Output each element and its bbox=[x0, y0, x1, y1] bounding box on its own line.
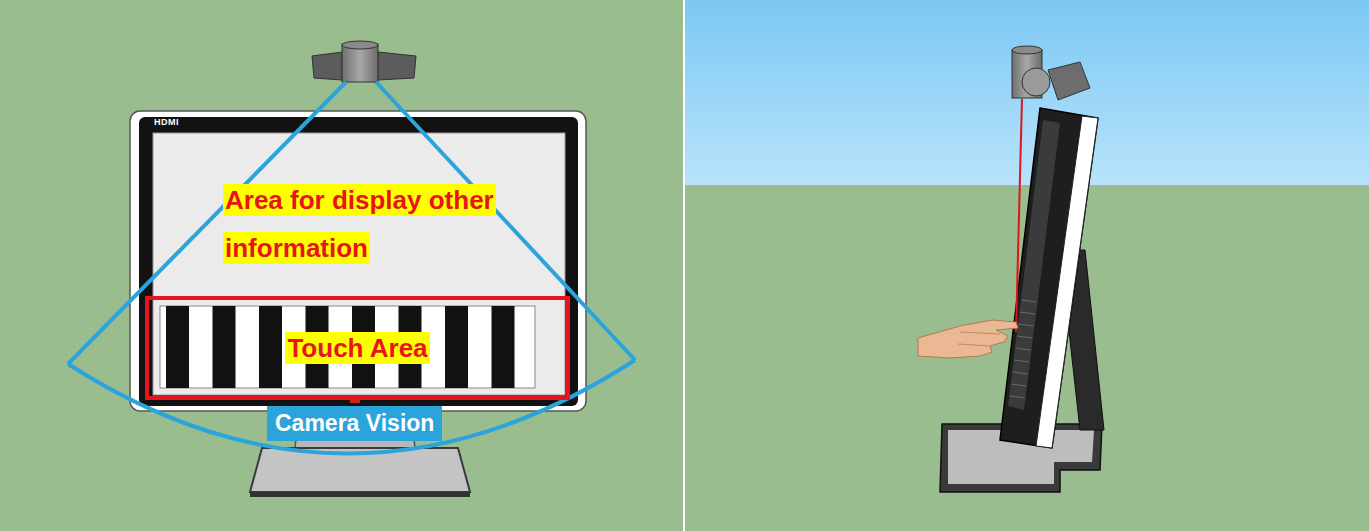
display-area-label: Area for display other information bbox=[219, 174, 509, 274]
highlight: Area for display other information bbox=[223, 184, 496, 264]
key-stripe bbox=[1014, 360, 1029, 362]
key-stripe bbox=[1016, 348, 1031, 350]
key-stripe bbox=[1019, 324, 1034, 326]
stripe bbox=[213, 306, 236, 388]
highlight: Touch Area bbox=[285, 332, 429, 364]
camera-front bbox=[312, 41, 416, 82]
key-stripe bbox=[1020, 312, 1035, 314]
key-stripe bbox=[1013, 372, 1028, 374]
stripe bbox=[259, 306, 282, 388]
touch-area-frame: Touch Area bbox=[145, 296, 570, 400]
divider bbox=[683, 0, 685, 531]
node-text: Area for display other information bbox=[223, 176, 505, 272]
monitor-side bbox=[918, 46, 1104, 492]
brand-logo: HDMI bbox=[154, 117, 179, 128]
stripe bbox=[445, 306, 468, 388]
camera-vision-label: Camera Vision bbox=[267, 406, 442, 441]
camera-vision-fan bbox=[68, 82, 635, 454]
stripe bbox=[166, 306, 189, 388]
key-stripe bbox=[1021, 300, 1036, 302]
touch-stripes bbox=[160, 306, 535, 388]
key-stripe bbox=[1011, 384, 1026, 386]
sky bbox=[685, 0, 1369, 185]
stripe bbox=[492, 306, 515, 388]
key-stripe bbox=[1017, 336, 1032, 338]
monitor-front bbox=[130, 111, 586, 411]
node-text: Camera Vision bbox=[275, 410, 434, 437]
key-stripe bbox=[1010, 396, 1025, 398]
node-text: Touch Area bbox=[285, 324, 429, 372]
